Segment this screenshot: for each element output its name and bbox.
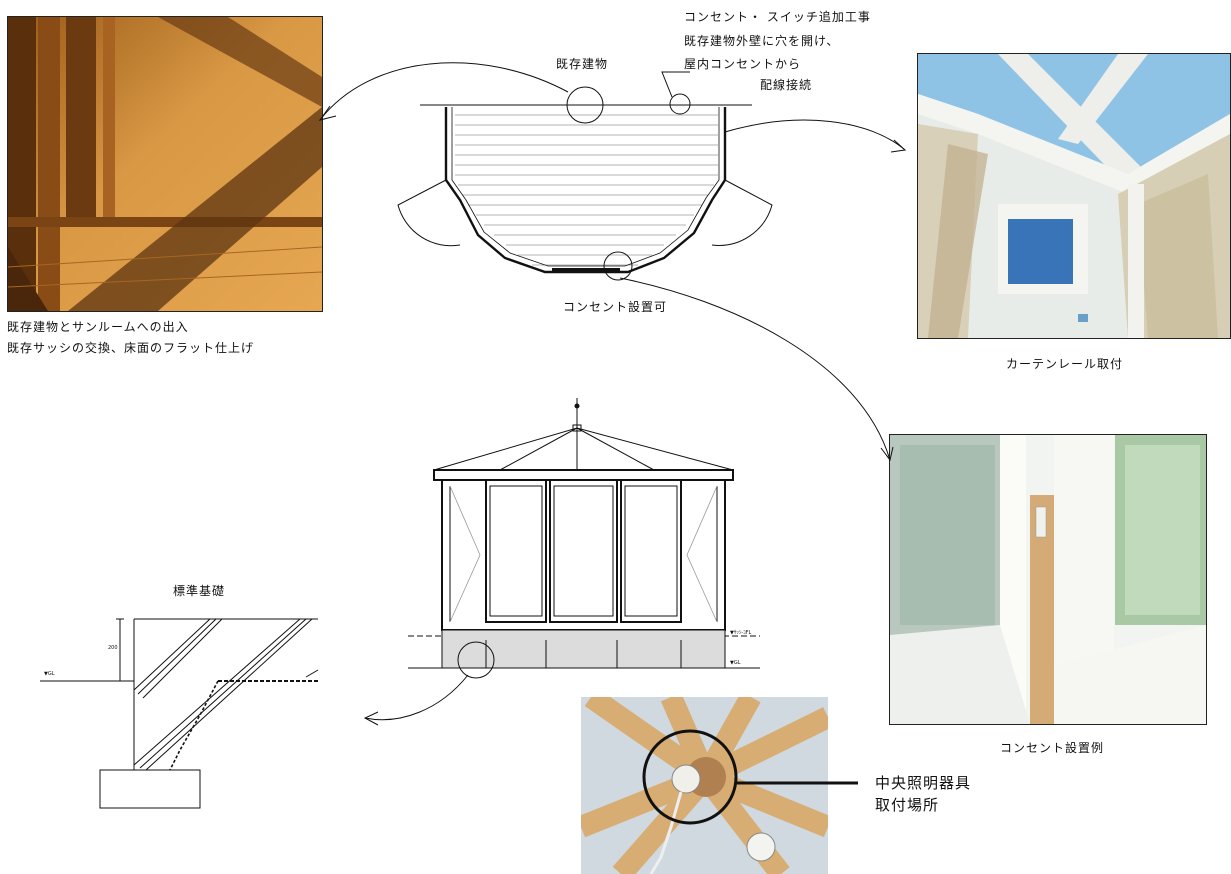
gl-mark: ▼GL bbox=[44, 671, 55, 677]
outlet-example-photo bbox=[889, 434, 1207, 725]
existing-building-label: 既存建物 bbox=[556, 57, 609, 71]
height-mark: 200 bbox=[108, 645, 118, 651]
ceiling-light-photo bbox=[581, 697, 828, 874]
arrow-to-curtain bbox=[724, 119, 906, 151]
outlet-work-label-2: 既存建物外壁に穴を開け、 bbox=[684, 34, 840, 48]
sash-mark: ▼ｻｯｼ-ｺFL bbox=[730, 630, 752, 636]
light-label-1: 中央照明器具 bbox=[875, 774, 972, 792]
foundation-title: 標準基礎 bbox=[173, 584, 226, 598]
outlet-work-label-4: 配線接続 bbox=[760, 78, 813, 92]
entrance-label-2: 既存サッシの交換、床面のフラット仕上げ bbox=[7, 341, 255, 355]
outlet-example-label: コンセント設置例 bbox=[1000, 741, 1105, 755]
arrow-to-foundation bbox=[364, 674, 469, 721]
arrow-to-entrance bbox=[319, 62, 569, 121]
plan-view bbox=[397, 71, 773, 281]
arrow-to-outlet bbox=[619, 277, 891, 461]
outlet-work-label-1: コンセント・ スイッチ追加工事 bbox=[684, 10, 871, 24]
gl-mark-elevation: ▼GL bbox=[730, 660, 741, 666]
curtain-rail-label: カーテンレール取付 bbox=[1006, 357, 1124, 371]
outlet-work-label-3: 屋内コンセントから bbox=[684, 57, 802, 71]
curtain-rail-photo bbox=[917, 53, 1231, 339]
entrance-floor-photo bbox=[7, 16, 323, 312]
light-label-2: 取付場所 bbox=[875, 796, 940, 814]
entrance-label-1: 既存建物とサンルームへの出入 bbox=[7, 320, 189, 334]
elevation-view bbox=[408, 398, 760, 679]
foundation-detail bbox=[40, 618, 319, 809]
outlet-possible-label: コンセント設置可 bbox=[563, 300, 668, 314]
